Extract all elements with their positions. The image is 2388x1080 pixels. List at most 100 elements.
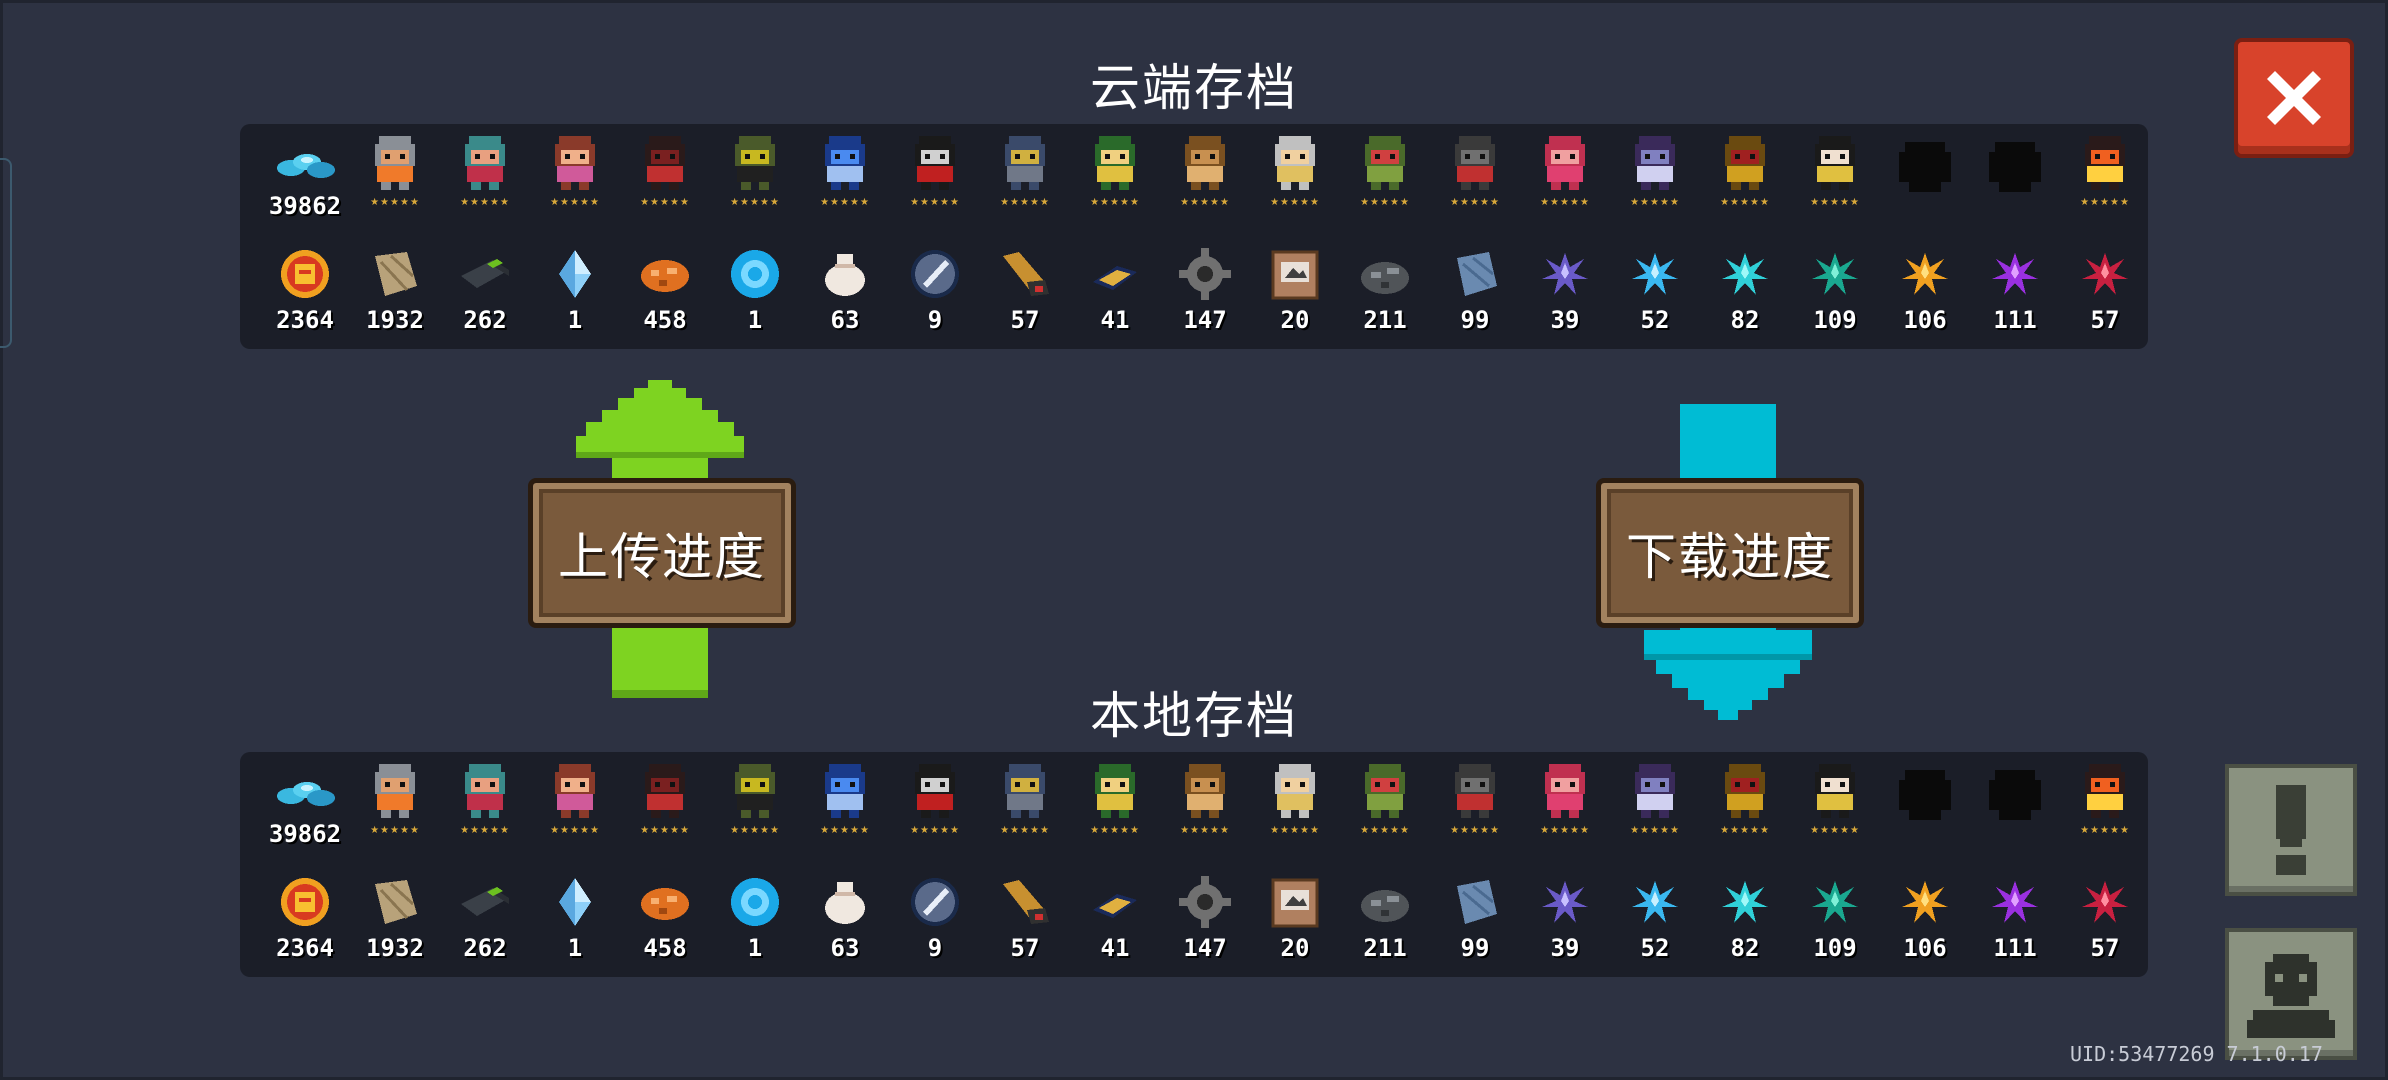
cloud-material-horn: 57 <box>980 244 1070 334</box>
cloud-material-fiber: 1932 <box>350 244 440 334</box>
violet-shard-icon <box>1985 244 2045 304</box>
hero-stars: ★★★★★ <box>2080 825 2130 836</box>
hero-stars: ★★★★★ <box>1090 825 1140 836</box>
cloud-hero-druid: ★★★★★ <box>1340 128 1430 220</box>
hero-locked-1-icon <box>1895 128 1955 198</box>
hero-werewolf-icon <box>1175 756 1235 826</box>
hero-stars: ★★★★★ <box>730 825 780 836</box>
material-count: 57 <box>2090 306 2120 334</box>
material-count: 1 <box>747 934 763 962</box>
gems-icon <box>270 128 340 198</box>
hero-stars: ★★★★★ <box>1270 825 1320 836</box>
material-count: 41 <box>1100 306 1130 334</box>
hero-stars: ★★★★★ <box>1810 197 1860 208</box>
local-material-violet-shard: 111 <box>1970 872 2060 962</box>
hero-stars: ★★★★★ <box>2080 197 2130 208</box>
upload-progress-button[interactable]: 上传进度 <box>528 478 796 628</box>
violet-shard-icon <box>1985 872 2045 932</box>
hero-stars: ★★★★★ <box>1630 197 1680 208</box>
crystal-icon <box>545 872 605 932</box>
material-count: 211 <box>1363 934 1407 962</box>
cloud-material-gold-coin: 2364 <box>260 244 350 334</box>
close-button[interactable] <box>2234 38 2354 158</box>
hero-paladin-icon <box>995 128 1055 198</box>
cloud-hero-locked-2 <box>1970 128 2060 220</box>
ore-icon <box>635 244 695 304</box>
hero-engineer-icon <box>815 756 875 826</box>
local-material-iron-ore: 211 <box>1340 872 1430 962</box>
hero-knight-icon <box>365 756 425 826</box>
material-count: 211 <box>1363 306 1407 334</box>
material-count: 262 <box>463 306 507 334</box>
local-hero-necromancer: ★★★★★ <box>1610 756 1700 848</box>
local-hero-locked-1 <box>1880 756 1970 848</box>
local-hero-row: 39862★★★★★★★★★★★★★★★★★★★★★★★★★★★★★★★★★★★… <box>260 756 2150 848</box>
hero-stars: ★★★★★ <box>910 825 960 836</box>
cloud-hero-engineer: ★★★★★ <box>800 128 890 220</box>
cloud-hero-demon: ★★★★★ <box>2060 128 2150 220</box>
hero-engineer-icon <box>815 128 875 198</box>
hero-stars: ★★★★★ <box>1180 825 1230 836</box>
hero-locked-2-icon <box>1985 756 2045 826</box>
cloud-material-energy-orb: 1 <box>710 244 800 334</box>
upload-progress-label: 上传进度 <box>558 528 766 586</box>
hero-elf-icon <box>1085 128 1145 198</box>
cloud-hero-priest: ★★★★★ <box>1250 128 1340 220</box>
local-material-gear: 147 <box>1160 872 1250 962</box>
cloud-material-battery: 262 <box>440 244 530 334</box>
local-material-battery: 262 <box>440 872 530 962</box>
download-progress-button[interactable]: 下载进度 <box>1596 478 1864 628</box>
purple-shard-icon <box>1535 244 1595 304</box>
material-count: 1932 <box>366 306 424 334</box>
hero-alchemist-icon <box>725 128 785 198</box>
cloud-save-panel: 39862★★★★★★★★★★★★★★★★★★★★★★★★★★★★★★★★★★★… <box>240 124 2148 349</box>
local-hero-berserker: ★★★★★ <box>1520 756 1610 848</box>
local-gems-counter: 39862 <box>260 756 350 848</box>
material-count: 99 <box>1460 934 1490 962</box>
hero-stars: ★★★★★ <box>1000 825 1050 836</box>
account-button[interactable] <box>2225 928 2357 1060</box>
notice-button[interactable] <box>2225 764 2357 896</box>
hero-stars: ★★★★★ <box>1720 197 1770 208</box>
cloud-gems-counter: 39862 <box>260 128 350 220</box>
material-count: 2364 <box>276 306 334 334</box>
cyan-shard-icon <box>1625 244 1685 304</box>
local-material-feather-coin: 9 <box>890 872 980 962</box>
local-material-ore: 458 <box>620 872 710 962</box>
cloud-hero-paladin: ★★★★★ <box>980 128 1070 220</box>
hero-werewolf-icon <box>1175 128 1235 198</box>
cloud-hero-locked-1 <box>1880 128 1970 220</box>
material-count: 82 <box>1730 934 1760 962</box>
material-count: 41 <box>1100 934 1130 962</box>
cloud-hero-row: 39862★★★★★★★★★★★★★★★★★★★★★★★★★★★★★★★★★★★… <box>260 128 2150 220</box>
hero-vampire-icon <box>905 756 965 826</box>
material-count: 1932 <box>366 934 424 962</box>
local-material-red-shard: 57 <box>2060 872 2150 962</box>
material-count: 458 <box>643 934 687 962</box>
gold-coin-icon <box>275 872 335 932</box>
cloth-icon <box>1445 872 1505 932</box>
local-save-panel: 39862★★★★★★★★★★★★★★★★★★★★★★★★★★★★★★★★★★★… <box>240 752 2148 977</box>
side-tab-edge <box>0 158 12 348</box>
hero-assassin-icon <box>635 756 695 826</box>
seed-bag-icon <box>815 244 875 304</box>
close-icon <box>2267 71 2321 125</box>
horn-icon <box>995 872 1055 932</box>
local-hero-druid: ★★★★★ <box>1340 756 1430 848</box>
material-count: 20 <box>1280 934 1310 962</box>
cloud-material-feather-coin: 9 <box>890 244 980 334</box>
red-shard-icon <box>2075 244 2135 304</box>
gems-count: 39862 <box>268 192 342 220</box>
hero-locked-1-icon <box>1895 756 1955 826</box>
local-hero-witch: ★★★★★ <box>530 756 620 848</box>
local-material-crate: 20 <box>1250 872 1340 962</box>
hero-druid-icon <box>1355 128 1415 198</box>
local-hero-werewolf: ★★★★★ <box>1160 756 1250 848</box>
hero-berserker-icon <box>1535 756 1595 826</box>
hero-witch-icon <box>545 128 605 198</box>
local-hero-locked-2 <box>1970 756 2060 848</box>
hero-stars: ★★★★★ <box>640 825 690 836</box>
material-count: 2364 <box>276 934 334 962</box>
cloud-material-red-shard: 57 <box>2060 244 2150 334</box>
